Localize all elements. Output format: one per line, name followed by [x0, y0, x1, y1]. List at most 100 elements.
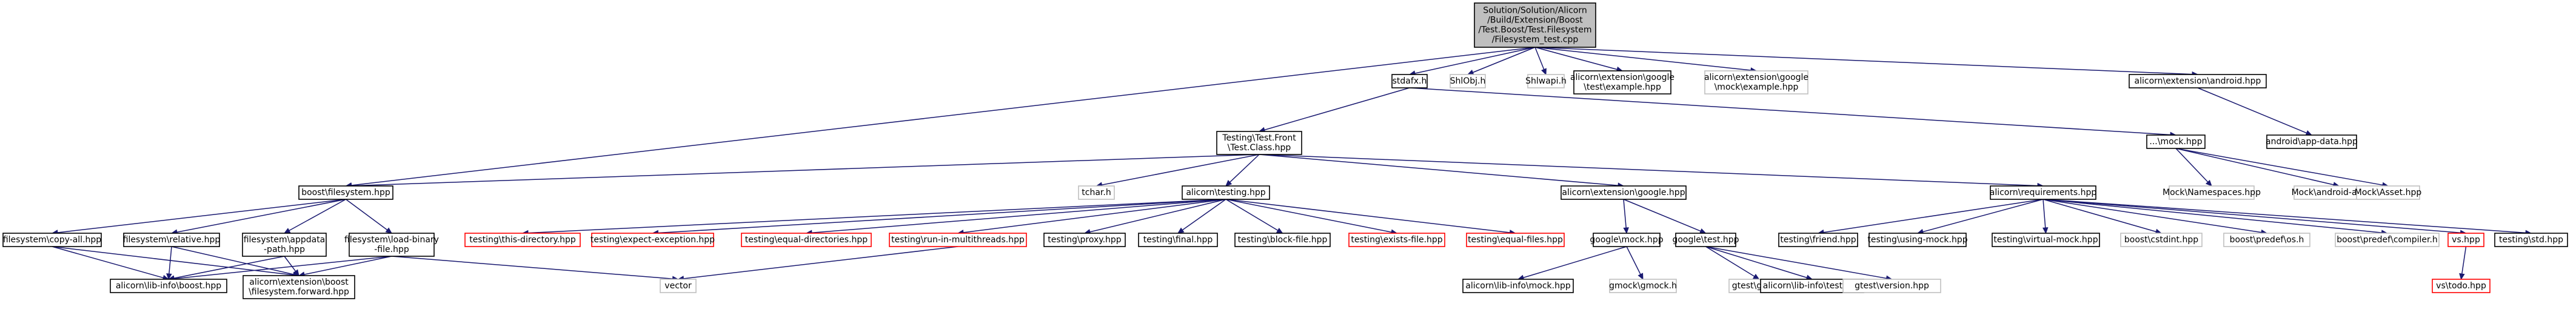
edge-android_hpp-to-android_app_data: [2197, 87, 2313, 136]
node-boost-fs-forward[interactable]: alicorn\extension\boost\filesystem.forwa…: [243, 275, 355, 299]
node-gmock-example: alicorn\extension\google\mock\example.hp…: [1704, 70, 1808, 94]
node-label-line: google\mock.hpp: [1590, 235, 1663, 245]
node-fs-appdata[interactable]: filesystem\appdata-path.hpp: [242, 233, 327, 257]
node-label-line: alicorn\lib-info\boost.hpp: [116, 281, 221, 291]
edge-requirements-to-boost_cstdint: [2042, 199, 2163, 234]
node-box: [1138, 233, 1218, 247]
edge-root-to-shlwapi: [1534, 47, 1547, 76]
node-box: [1868, 233, 1967, 247]
node-label-line: \mock\example.hpp: [1715, 82, 1799, 92]
node-fs-load-binary[interactable]: filesystem\load-binary-file.hpp: [344, 233, 439, 257]
node-box: [1593, 233, 1661, 247]
edge-requirements-to-boost_predef_os: [2042, 199, 2268, 236]
node-box: [1466, 233, 1565, 247]
node-label-line: Mock\Namespaces.hpp: [2163, 188, 2261, 197]
node-boost-fs[interactable]: boost\filesystem.hpp: [298, 185, 393, 200]
node-requirements[interactable]: alicorn\requirements.hpp: [1990, 185, 2097, 200]
node-label-line: testing\virtual-mock.hpp: [1993, 235, 2098, 245]
node-t-using-mock[interactable]: testing\using-mock.hpp: [1867, 233, 1968, 247]
node-root[interactable]: Solution/Solution/Alicorn/Build/Extensio…: [1474, 2, 1596, 48]
node-label-line: /Build/Extension/Boost: [1487, 16, 1583, 25]
edge-mock_hpp-to-mock_namespaces: [2175, 148, 2212, 187]
node-box: [741, 233, 872, 247]
node-alicorn-testing[interactable]: alicorn\testing.hpp: [1182, 185, 1270, 200]
node-t-block-file[interactable]: testing\block-file.hpp: [1234, 233, 1331, 247]
node-lib-mock[interactable]: alicorn\lib-info\mock.hpp: [1462, 279, 1574, 293]
node-label-line: testing\this-directory.hpp: [469, 235, 576, 245]
node-box: [1043, 233, 1126, 247]
node-label-line: filesystem\load-binary: [344, 235, 439, 245]
edge-alicorn_testing-to-t_exists_file: [1225, 199, 1398, 235]
node-t-equal-dirs[interactable]: testing\equal-directories.hpp: [741, 233, 872, 247]
node-boost-cstdint: boost\cstdint.hpp: [2120, 233, 2203, 247]
edge-ext_google-to-google_test: [1623, 199, 1707, 234]
node-label-line: boost\filesystem.hpp: [301, 188, 390, 197]
node-android-app-data[interactable]: android\app-data.hpp: [2266, 134, 2358, 149]
edge-boost_fs-to-fs_copy_all: [51, 199, 346, 236]
node-label-line: alicorn\extension\boost: [249, 277, 349, 287]
edge-boost_fs-to-fs_appdata: [283, 199, 346, 234]
node-label-line: testing\equal-files.hpp: [1468, 235, 1563, 245]
node-label-line: ...\mock.hpp: [2149, 137, 2202, 147]
node-box: [2447, 233, 2484, 247]
node-box: [349, 233, 435, 257]
node-lib-boost[interactable]: alicorn\lib-info\boost.hpp: [110, 279, 227, 293]
node-stdafx[interactable]: stdafx.h: [1391, 74, 1428, 88]
node-t-expect-exc[interactable]: testing\expect-exception.hpp: [590, 233, 715, 247]
node-google-mock[interactable]: google\mock.hpp: [1590, 233, 1664, 247]
node-label-line: ShlObj.h: [1450, 76, 1486, 86]
node-box: [242, 233, 327, 257]
node-box: [1462, 279, 1574, 293]
node-boost-predef-os: boost\predef\os.h: [2223, 233, 2310, 247]
node-android-hpp[interactable]: alicorn\extension\android.hpp: [2129, 74, 2267, 88]
node-label-line: filesystem\appdata: [244, 235, 326, 245]
node-shlwapi: Shlwapi.h: [1525, 74, 1567, 88]
node-t-this-dir[interactable]: testing\this-directory.hpp: [464, 233, 581, 247]
node-vs-todo[interactable]: vs\todo.hpp: [2432, 279, 2491, 293]
node-box: [298, 185, 393, 200]
node-box: [1078, 185, 1115, 200]
edge-alicorn_testing-to-t_block_file: [1225, 199, 1283, 234]
node-box: [1675, 233, 1736, 247]
edge-fs_copy_all-to-lib_boost: [52, 246, 170, 281]
node-vs-hpp[interactable]: vs.hpp: [2447, 233, 2484, 247]
node-fs-relative[interactable]: filesystem\relative.hpp: [123, 233, 221, 247]
node-box: [660, 279, 697, 293]
node-vector: vector: [660, 279, 697, 293]
node-t-run-multi[interactable]: testing\run-in-multithreads.hpp: [889, 233, 1027, 247]
node-label-line: /Filesystem_test.cpp: [1492, 35, 1579, 45]
node-gtest-example[interactable]: alicorn\extension\google\test\example.hp…: [1570, 70, 1674, 94]
node-label-line: alicorn\extension\android.hpp: [2135, 76, 2261, 86]
edge-boost_fs-to-fs_load_binary: [346, 199, 392, 234]
node-lib-test[interactable]: alicorn\lib-info\test.hpp: [1760, 279, 1864, 293]
node-t-friend[interactable]: testing\friend.hpp: [1778, 233, 1858, 247]
edge-requirements-to-boost_predef_compiler: [2042, 199, 2388, 236]
node-t-proxy[interactable]: testing\proxy.hpp: [1043, 233, 1126, 247]
node-t-exists-file[interactable]: testing\exists-file.hpp: [1348, 233, 1445, 247]
node-box: [1990, 185, 2096, 200]
edge-vs_hpp-to-vs_todo: [2459, 246, 2467, 280]
node-label-line: gmock\gmock.h: [1609, 281, 1677, 291]
node-label-line: Shlwapi.h: [1525, 76, 1567, 86]
node-box: [2356, 185, 2420, 200]
node-ext-google[interactable]: alicorn\extension\google.hpp: [1561, 185, 1687, 200]
node-label-line: /Test.Boost/Test.Filesystem: [1478, 25, 1591, 35]
node-fs-copy-all[interactable]: filesystem\copy-all.hpp: [2, 233, 102, 247]
node-t-std[interactable]: testing\std.hpp: [2494, 233, 2568, 247]
node-label-line: tchar.h: [1082, 188, 1111, 197]
edge-alicorn_testing-to-t_expect_exc: [652, 199, 1226, 236]
edge-root-to-gmock_example: [1534, 47, 1758, 73]
node-google-test[interactable]: google\test.hpp: [1672, 233, 1739, 247]
node-test-front[interactable]: Testing\Test.Front\Test.Class.hpp: [1216, 131, 1302, 155]
node-label-line: stdafx.h: [1393, 76, 1427, 86]
node-box: [123, 233, 220, 247]
node-label-line: -file.hpp: [374, 245, 409, 254]
node-t-equal-files[interactable]: testing\equal-files.hpp: [1466, 233, 1565, 247]
edge-root-to-boost_fs: [345, 47, 1536, 188]
node-label-line: filesystem\copy-all.hpp: [3, 235, 101, 245]
node-t-final[interactable]: testing\final.hpp: [1138, 233, 1218, 247]
node-box: [110, 279, 227, 293]
edge-alicorn_testing-to-t_run_multi: [957, 199, 1226, 236]
node-t-virtual-mock[interactable]: testing\virtual-mock.hpp: [1992, 233, 2100, 247]
node-mock-hpp[interactable]: ...\mock.hpp: [2146, 134, 2206, 149]
